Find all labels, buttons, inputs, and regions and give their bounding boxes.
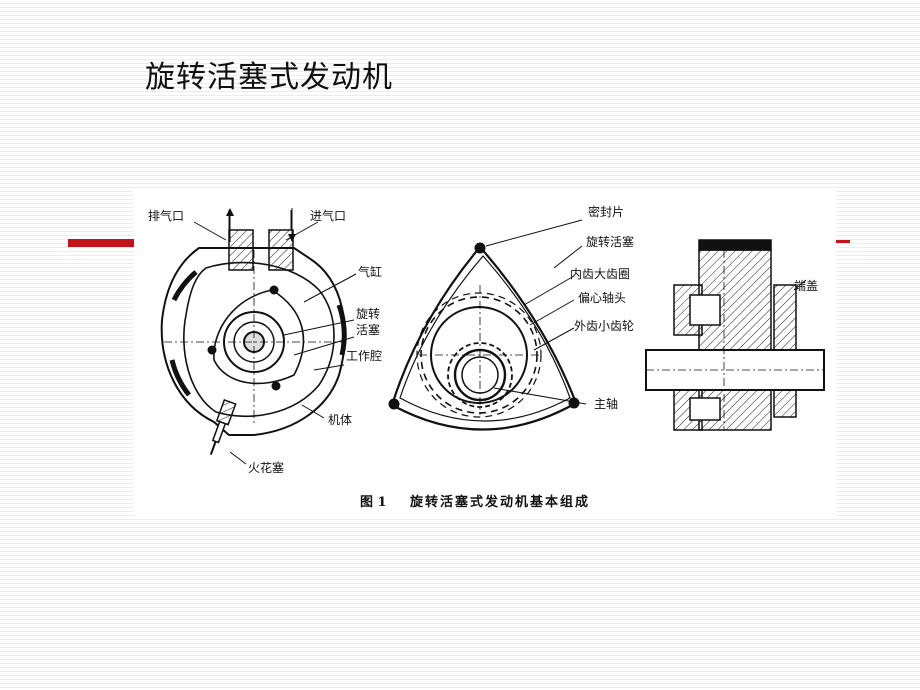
label-rotor-1: 旋转 bbox=[356, 306, 380, 321]
right-shaft-section bbox=[645, 239, 825, 431]
label-seal: 密封片 bbox=[588, 204, 624, 219]
label-external-gear: 外齿小齿轮 bbox=[574, 319, 634, 333]
engine-diagram: 排气口 进气口 气缸 旋转 活塞 工作腔 机体 火花塞 bbox=[148, 204, 825, 510]
label-spark-plug: 火花塞 bbox=[248, 460, 284, 475]
middle-leaders bbox=[485, 219, 587, 405]
slide-title: 旋转活塞式发动机 bbox=[145, 60, 393, 95]
left-engine-section bbox=[160, 208, 347, 455]
right-labels: 端盖 bbox=[794, 279, 818, 293]
label-rotor-piston: 旋转活塞 bbox=[586, 234, 634, 249]
label-main-shaft: 主轴 bbox=[594, 396, 618, 411]
label-rotor-2: 活塞 bbox=[356, 322, 380, 337]
label-body: 机体 bbox=[328, 413, 352, 427]
engine-figure: 排气口 进气口 气缸 旋转 活塞 工作腔 机体 火花塞 bbox=[134, 190, 836, 518]
middle-rotor-view bbox=[388, 242, 580, 431]
left-leaders bbox=[193, 221, 357, 465]
accent-rule-left bbox=[68, 239, 140, 247]
label-internal-gear: 内齿大齿圈 bbox=[570, 267, 630, 281]
left-labels: 排气口 进气口 气缸 旋转 活塞 工作腔 机体 火花塞 bbox=[148, 208, 382, 475]
label-cylinder: 气缸 bbox=[358, 264, 382, 279]
right-leaders bbox=[793, 279, 807, 291]
label-end-cover: 端盖 bbox=[794, 279, 818, 293]
caption-text: 旋转活塞式发动机基本组成 bbox=[409, 494, 590, 510]
caption-number: 图 1 bbox=[360, 495, 387, 510]
label-intake: 进气口 bbox=[310, 208, 346, 223]
middle-labels: 密封片 旋转活塞 内齿大齿圈 偏心轴头 外齿小齿轮 主轴 bbox=[570, 204, 634, 411]
figure-caption: 图 1 旋转活塞式发动机基本组成 bbox=[360, 494, 590, 510]
label-chamber: 工作腔 bbox=[346, 348, 382, 363]
accent-rule-right bbox=[836, 240, 850, 243]
label-exhaust: 排气口 bbox=[148, 208, 184, 223]
label-eccentric: 偏心轴头 bbox=[578, 290, 626, 305]
